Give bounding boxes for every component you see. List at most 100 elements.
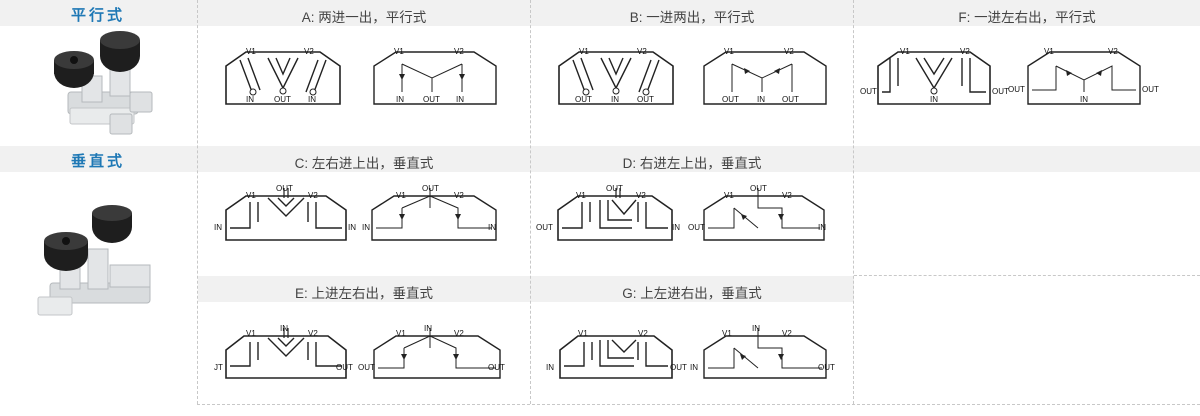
panel-b-body-label-out-left: OUT — [575, 95, 592, 104]
category-title-vertical: 垂直式 — [70, 153, 125, 170]
panel-g-schematic-diagram: V1 IN V2 IN OUT — [690, 324, 835, 379]
panel-g-schematic-label-v2: V2 — [782, 329, 792, 338]
panel-a-body-label-v2: V2 — [304, 47, 314, 56]
panel-g-schematic-label-in-left: IN — [690, 363, 698, 372]
panel-c-body-diagram: V1 OUT V2 IN IN — [214, 184, 356, 241]
panel-f-schematic-label-v1: V1 — [1044, 47, 1054, 56]
panel-b-schematic-label-v2: V2 — [784, 47, 794, 56]
panel-title-c: C: 左右进上出，垂直式 — [294, 156, 434, 171]
panel-b-body-label-v1: V1 — [579, 47, 589, 56]
panel-c-body-label-out: OUT — [276, 184, 293, 193]
panel-d-body-label-v2: V2 — [636, 191, 646, 200]
panel-a-body-label-out: OUT — [274, 95, 291, 104]
panel-a-schematic-label-v2: V2 — [454, 47, 464, 56]
panel-b-schematic-diagram: V1 V2 OUT IN OUT — [703, 47, 827, 105]
divider-col-1 — [197, 0, 198, 404]
panel-b-body-label-in: IN — [611, 95, 619, 104]
panel-f-body-label-out-right: OUT — [992, 87, 1009, 96]
panel-d-schematic-label-out-top: OUT — [750, 184, 767, 193]
panel-b-schematic-label-v1: V1 — [724, 47, 734, 56]
panel-c-schematic-label-in-left: IN — [362, 223, 370, 232]
panel-f-schematic-diagram: V1 V2 OUT IN OUT — [1008, 47, 1159, 105]
panel-f-body-label-in: IN — [930, 95, 938, 104]
panel-a-body-diagram: V1 V2 IN OUT IN — [225, 47, 341, 105]
panel-e-body-label-out-right: OUT — [336, 363, 353, 372]
divider-bottom — [197, 404, 1200, 405]
panel-c-body-label-in-left: IN — [214, 223, 222, 232]
panel-b-body-diagram: V1 V2 OUT IN OUT — [558, 47, 674, 105]
panel-d-body-label-v1: V1 — [576, 191, 586, 200]
panel-title-f: F: 一进左右出，平行式 — [958, 10, 1096, 25]
panel-g-body-label-v1: V1 — [578, 329, 588, 338]
panel-title-b: B: 一进两出，平行式 — [629, 10, 755, 25]
vertical-header-band — [0, 146, 1200, 172]
panel-b-schematic-label-out-right: OUT — [782, 95, 799, 104]
panel-e-schematic-label-v2: V2 — [454, 329, 464, 338]
panel-e-schematic-diagram: V1 IN V2 OUT OUT — [358, 324, 505, 379]
panel-e-schematic-label-out-right: OUT — [488, 363, 505, 372]
panel-g-body-label-in: IN — [546, 363, 554, 372]
panel-c-body-label-v1: V1 — [246, 191, 256, 200]
panel-e-body-label-out-left: JT — [214, 363, 223, 372]
panel-f-body-label-v1: V1 — [900, 47, 910, 56]
panel-c-schematic-label-v1: V1 — [396, 191, 406, 200]
panel-b-schematic-label-in: IN — [757, 95, 765, 104]
divider-row-f — [854, 275, 1200, 276]
panel-d-body-diagram: V1 OUT V2 OUT IN — [536, 184, 680, 241]
panel-a-body-label-in-left: IN — [246, 95, 254, 104]
panel-f-schematic-label-in: IN — [1080, 95, 1088, 104]
panel-a-schematic-label-out: OUT — [423, 95, 440, 104]
panel-c-schematic-label-out: OUT — [422, 184, 439, 193]
panel-c-body-label-v2: V2 — [308, 191, 318, 200]
panel-c-schematic-label-v2: V2 — [454, 191, 464, 200]
panel-title-g: G: 上左进右出，垂直式 — [622, 286, 762, 301]
panel-f-schematic-label-out-right: OUT — [1142, 85, 1159, 94]
row-e-header-band — [198, 276, 854, 302]
panel-f-schematic-label-out-left: OUT — [1008, 85, 1025, 94]
valve-photo-parallel — [54, 31, 153, 135]
panel-f-body-diagram: V1 V2 OUT IN OUT — [860, 47, 1009, 105]
panel-g-body-diagram: V1 V2 IN OUT — [546, 329, 687, 379]
panel-f-schematic-label-v2: V2 — [1108, 47, 1118, 56]
divider-col-3 — [853, 0, 854, 404]
panel-e-schematic-label-out-left: OUT — [358, 363, 375, 372]
panel-b-body-label-v2: V2 — [637, 47, 647, 56]
panel-a-body-label-in-right: IN — [308, 95, 316, 104]
panel-title-e: E: 上进左右出，垂直式 — [294, 286, 433, 301]
panel-d-schematic-label-v2: V2 — [782, 191, 792, 200]
panel-a-schematic-label-in-left: IN — [396, 95, 404, 104]
panel-f-body-label-out-left: OUT — [860, 87, 877, 96]
panel-d-schematic-label-in: IN — [818, 223, 826, 232]
panel-g-body-label-v2: V2 — [638, 329, 648, 338]
divider-col-2 — [530, 0, 531, 404]
panel-e-body-diagram: V1 IN V2 JT OUT — [214, 324, 353, 379]
panel-d-schematic-label-out-left: OUT — [688, 223, 705, 232]
panel-g-schematic-label-v1: V1 — [722, 329, 732, 338]
panel-d-schematic-diagram: V1 OUT V2 OUT IN — [688, 184, 826, 241]
panel-b-schematic-label-out-left: OUT — [722, 95, 739, 104]
panel-a-schematic-label-in-right: IN — [456, 95, 464, 104]
panel-a-schematic-diagram: V1 V2 IN OUT IN — [373, 47, 497, 105]
panel-d-schematic-label-v1: V1 — [724, 191, 734, 200]
category-title-parallel: 平行式 — [70, 7, 125, 24]
panel-c-schematic-label-in-right: IN — [488, 223, 496, 232]
panel-g-schematic-label-in-top: IN — [752, 324, 760, 333]
panel-g-schematic-label-out: OUT — [818, 363, 835, 372]
panel-e-schematic-label-v1: V1 — [396, 329, 406, 338]
panel-e-body-label-v2: V2 — [308, 329, 318, 338]
panel-a-schematic-label-v1: V1 — [394, 47, 404, 56]
panel-d-body-label-in: IN — [672, 223, 680, 232]
panel-title-d: D: 右进左上出，垂直式 — [622, 156, 762, 171]
panel-e-body-label-v1: V1 — [246, 329, 256, 338]
panel-g-body-label-out: OUT — [670, 363, 687, 372]
panel-title-a: A: 两进一出，平行式 — [301, 10, 427, 25]
panel-f-body-label-v2: V2 — [960, 47, 970, 56]
valve-photo-vertical — [37, 205, 151, 316]
panel-e-schematic-label-in: IN — [424, 324, 432, 333]
parallel-header-band — [0, 0, 1200, 26]
panel-a-body-label-v1: V1 — [246, 47, 256, 56]
panel-b-body-label-out-right: OUT — [637, 95, 654, 104]
panel-d-body-label-out-left: OUT — [536, 223, 553, 232]
panel-c-schematic-diagram: V1 OUT V2 IN IN — [362, 184, 497, 241]
panel-d-body-label-out-top: OUT — [606, 184, 623, 193]
